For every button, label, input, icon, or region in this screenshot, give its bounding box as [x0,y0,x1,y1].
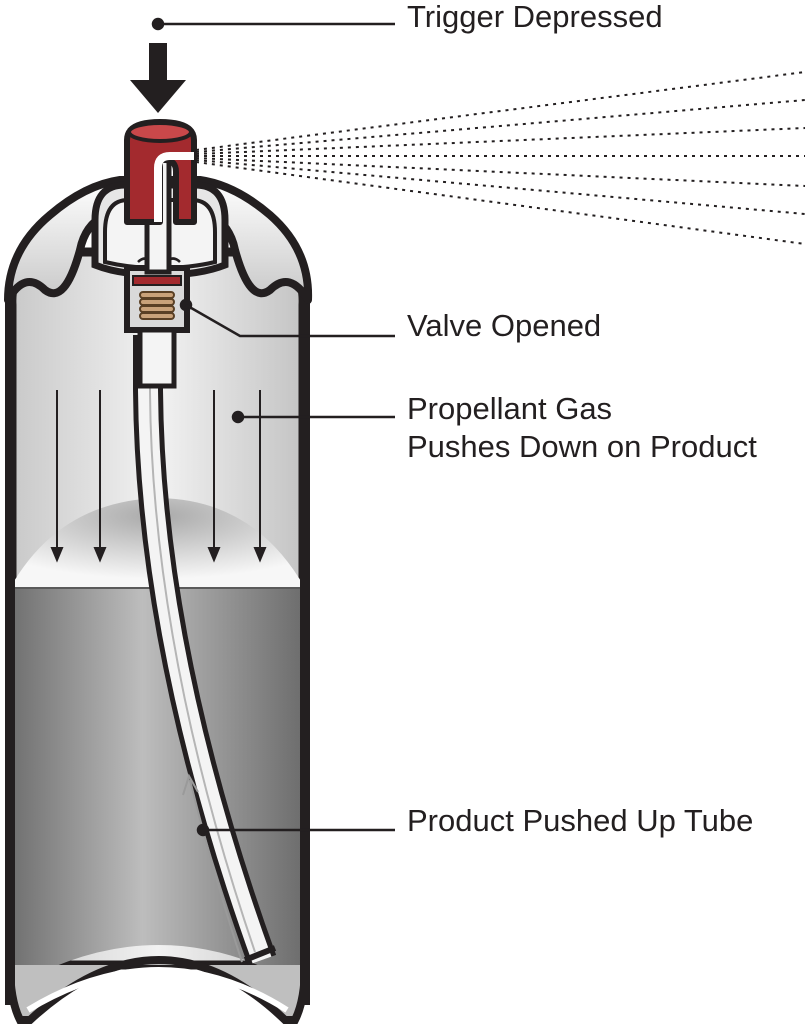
trigger-depressed-label: Trigger Depressed [407,0,663,34]
valve-spring [139,291,175,320]
propellant-gas-label: Propellant Gas Pushes Down on Product [407,390,757,466]
leader-lines [151,17,395,837]
propellant-gas-label-line2: Pushes Down on Product [407,429,757,464]
can-shoulder [4,176,313,304]
tube-flow-arrow [182,773,243,963]
product-pushed-label: Product Pushed Up Tube [407,803,754,838]
valve-opened-label: Valve Opened [407,308,602,343]
can-bottom [6,956,309,1024]
gas-arrows [50,390,267,563]
spray-plume [195,71,806,245]
press-arrow [130,43,186,113]
actuator-top [127,121,193,143]
propellant-gas-label-line1: Propellant Gas [407,391,613,426]
